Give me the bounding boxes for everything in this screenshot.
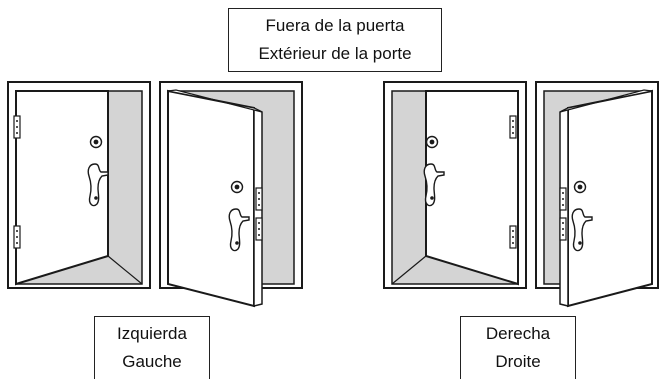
door-left-inswing [7, 81, 151, 289]
outside-of-door-label: Fuera de la puerta Extérieur de la porte [228, 8, 442, 72]
door-left-outswing [159, 81, 303, 308]
left-hand-label: Izquierda Gauche [94, 316, 210, 379]
door-right-inswing [383, 81, 527, 289]
left-label-spanish: Izquierda [117, 324, 187, 343]
right-hand-label: Derecha Droite [460, 316, 576, 379]
right-label-spanish: Derecha [485, 324, 551, 343]
left-label-french: Gauche [122, 352, 182, 371]
right-label-french: Droite [495, 352, 541, 371]
outside-label-french: Extérieur de la porte [258, 44, 412, 63]
door-right-outswing [535, 81, 659, 308]
outside-label-spanish: Fuera de la puerta [265, 16, 405, 35]
